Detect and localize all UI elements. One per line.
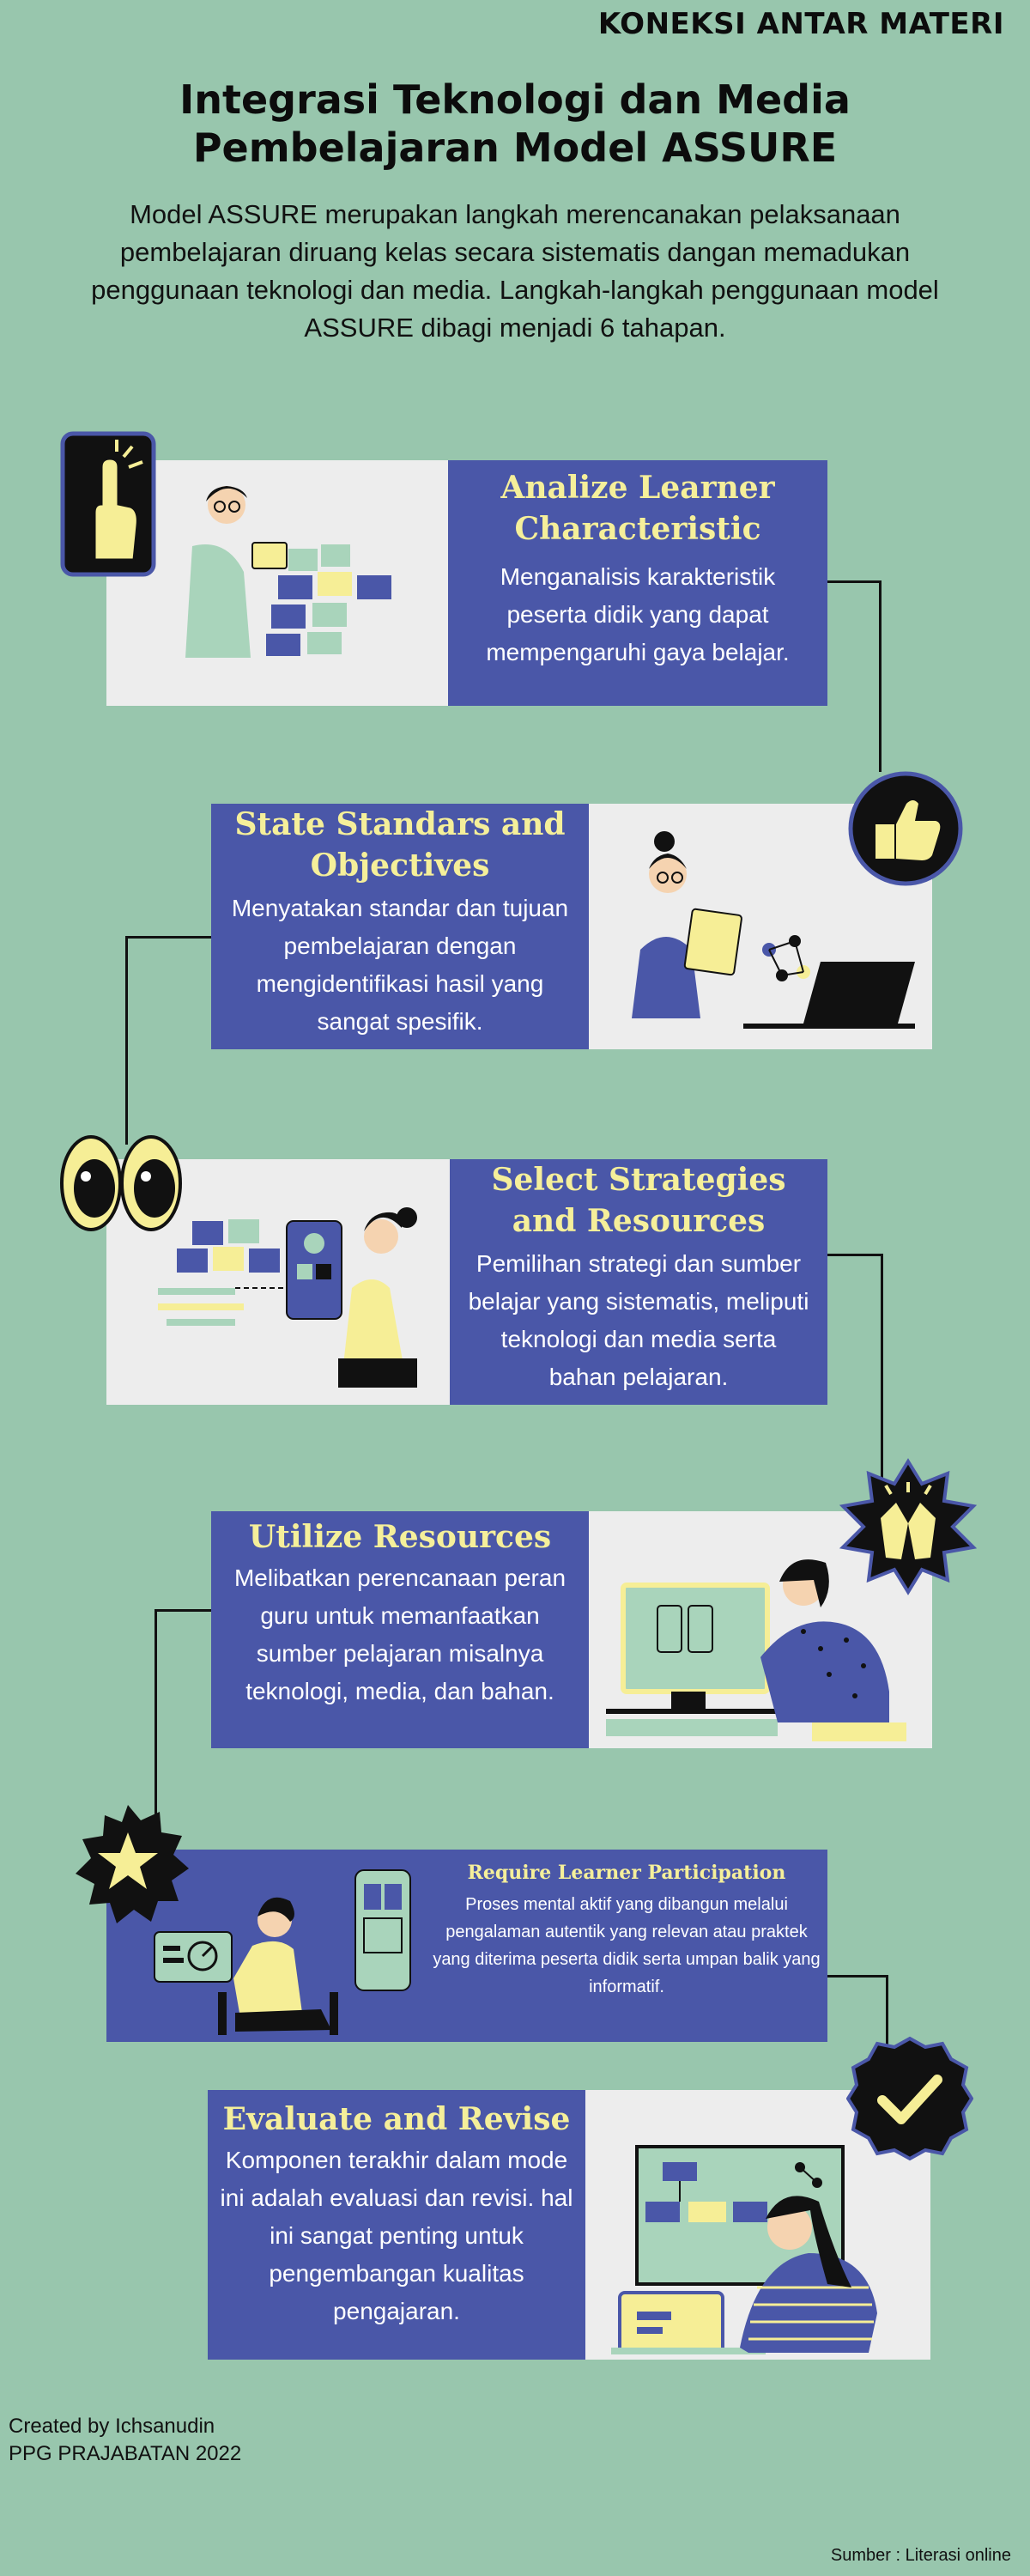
step-card-5: Require Learner Participation Proses men… xyxy=(106,1850,827,2042)
thumbs-up-icon xyxy=(846,769,965,891)
step-3-title: Select Strategies and Resources xyxy=(491,1162,786,1239)
step-5-title: Require Learner Participation xyxy=(467,1862,786,1884)
connector-3-4 xyxy=(827,1254,883,1479)
step-1-title: Analize Learner Characteristic xyxy=(500,470,775,547)
step-3-description: Pemilihan strategi dan sumber belajar ya… xyxy=(468,1250,809,1390)
pointing-hand-icon xyxy=(60,431,156,580)
step-4-text-panel: Utilize Resources Melibatkan perencanaan… xyxy=(211,1511,589,1748)
man-dashboard-illustration xyxy=(154,1869,411,2035)
clapping-hands-icon xyxy=(836,1458,980,1599)
footer-credit: Created by Ichsanudin PPG PRAJABATAN 202… xyxy=(9,2413,241,2468)
step-6-title: Evaluate and Revise xyxy=(222,2101,571,2137)
step-5-illustration xyxy=(106,1850,827,2042)
step-5-description: Proses mental aktif yang dibangun melalu… xyxy=(433,1895,821,1996)
step-2-description: Menyatakan standar dan tujuan pembelajar… xyxy=(231,895,569,1035)
connector-5-6 xyxy=(827,1975,888,2072)
step-card-2: State Standars and Objectives Menyatakan… xyxy=(211,804,932,1049)
title-line-1: Integrasi Teknologi dan Media xyxy=(179,76,851,123)
connector-1-2 xyxy=(827,580,882,772)
step-4-title: Utilize Resources xyxy=(248,1519,552,1555)
connector-2-3 xyxy=(125,936,214,1145)
star-icon xyxy=(65,1803,191,1932)
connector-4-5 xyxy=(154,1609,215,1814)
title-line-2: Pembelajaran Model ASSURE xyxy=(192,125,838,171)
step-2-title: State Standars and Objectives xyxy=(234,806,566,884)
woman-strategy-illustration xyxy=(158,1207,417,1388)
page-title: Integrasi Teknologi dan Media Pembelajar… xyxy=(0,76,1030,172)
step-1-description: Menganalisis karakteristik peserta didik… xyxy=(486,563,790,665)
step-2-text-panel: State Standars and Objectives Menyatakan… xyxy=(211,804,589,1049)
step-6-description: Komponen terakhir dalam mode ini adalah … xyxy=(220,2147,573,2324)
woman-computer-illustration xyxy=(606,1559,906,1741)
footer-program: PPG PRAJABATAN 2022 xyxy=(9,2442,242,2465)
step-3-text-panel: Select Strategies and Resources Pemiliha… xyxy=(450,1159,827,1405)
step-1-illustration xyxy=(106,460,448,706)
step-card-4: Utilize Resources Melibatkan perencanaan… xyxy=(211,1511,932,1748)
header-tag: KONEKSI ANTAR MATERI xyxy=(597,7,1004,41)
footer-created-by: Created by Ichsanudin xyxy=(9,2415,215,2438)
eyes-icon xyxy=(58,1132,184,1238)
step-4-description: Melibatkan perencanaan peran guru untuk … xyxy=(233,1564,566,1704)
woman-network-illustration xyxy=(632,831,915,1029)
step-5-text-panel: Require Learner Participation Proses men… xyxy=(426,1850,827,2042)
footer-source: Sumber : Literasi online xyxy=(830,2546,1011,2565)
checkmark-icon xyxy=(845,2035,974,2166)
step-1-text-panel: Analize Learner Characteristic Menganali… xyxy=(448,460,827,706)
woman-tablet-illustration xyxy=(185,486,391,658)
woman-evaluation-illustration xyxy=(611,2145,877,2354)
intro-paragraph: Model ASSURE merupakan langkah merencana… xyxy=(91,199,939,343)
step-6-text-panel: Evaluate and Revise Komponen terakhir da… xyxy=(208,2090,585,2360)
step-card-6: Evaluate and Revise Komponen terakhir da… xyxy=(208,2090,930,2360)
step-card-1: Analize Learner Characteristic Menganali… xyxy=(106,460,827,706)
step-card-3: Select Strategies and Resources Pemiliha… xyxy=(106,1159,827,1405)
